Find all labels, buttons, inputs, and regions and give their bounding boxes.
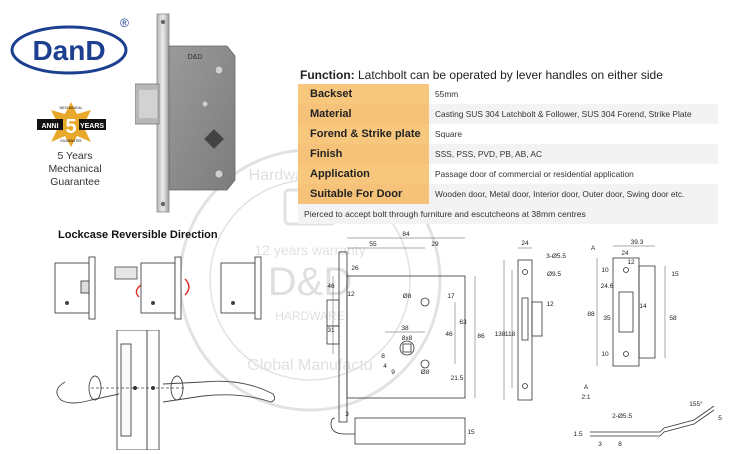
function-text: Latchbolt can be operated by lever handl…	[358, 68, 663, 82]
strike-dim-15: 15	[671, 271, 679, 278]
registered-mark: ®	[120, 16, 129, 30]
spec-value: Passage door of commercial or residentia…	[435, 169, 634, 179]
spec-label: Finish	[298, 144, 429, 164]
guarantee-line3: Guarantee	[50, 176, 100, 188]
lockcase-heading: Lockcase Reversible Direction	[58, 229, 218, 241]
dim-21-5: 21.5	[451, 375, 464, 382]
function-label: Function:	[300, 68, 355, 82]
dim-26: 26	[351, 265, 359, 272]
spec-row-finish: Finish SSS, PSS, PVD, PB, AB, AC	[298, 144, 718, 164]
section-a-drawing: A 2:1 2-Ø5.5 155° 1.5 3 8 5	[573, 384, 722, 448]
dim-12: 12	[347, 291, 355, 298]
dim-3: 3	[345, 411, 349, 418]
spec-value: Casting SUS 304 Latchbolt & Follower, SU…	[429, 104, 718, 124]
strike-dim-10: 10	[601, 267, 609, 274]
side-dim-24: 24	[521, 240, 529, 247]
spec-row-forend: Forend & Strike plate Square	[298, 124, 718, 144]
spec-row-material: Material Casting SUS 304 Latchbolt & Fol…	[298, 104, 718, 124]
side-view-drawing: 24 3-Ø5.5 Ø9.5 138 118 12	[495, 240, 566, 401]
function-line: Function: Latchbolt can be operated by l…	[300, 68, 663, 82]
dim-9: 9	[391, 369, 395, 376]
dim-46: 46	[327, 283, 335, 290]
badge-right: YEARS	[80, 123, 104, 130]
dim-84: 84	[402, 231, 410, 238]
section-dim-3: 3	[598, 441, 602, 448]
side-dim-12: 12	[546, 301, 554, 308]
main-dimension-drawing: 84 55 29 46 26 12 Ø8 17 31 63 86 46 38 8…	[326, 231, 485, 445]
badge-top: MECHANICAL	[60, 106, 83, 110]
dim-46b: 46	[445, 331, 453, 338]
side-dim-118: 118	[505, 331, 516, 338]
spec-value: 55mm	[435, 89, 459, 99]
strike-dim-35: 35	[603, 315, 611, 322]
strike-dim-88: 88	[587, 311, 595, 318]
strike-dim-12: 12	[627, 259, 635, 266]
strike-dim-24: 24	[621, 250, 629, 257]
dim-29: 29	[431, 241, 439, 248]
spec-note: Pierced to accept bolt through furniture…	[298, 204, 718, 224]
section-angle: 155°	[689, 400, 703, 408]
dim-15: 15	[467, 429, 475, 436]
product-label: D&D	[188, 54, 203, 61]
dim-8: 8	[381, 353, 385, 360]
dim-38: 38	[401, 325, 409, 332]
spec-label: Material	[298, 104, 429, 124]
section-label: A	[584, 384, 589, 391]
dim-4: 4	[383, 363, 387, 370]
side-dim-d9-5: Ø9.5	[547, 271, 561, 278]
lock-body-photo: D&D	[135, 13, 236, 213]
badge-number: 5	[65, 116, 76, 138]
section-dim-5: 5	[718, 415, 722, 422]
section-holes: 2-Ø5.5	[612, 413, 632, 420]
badge-bottom: GUARANTEE	[60, 139, 82, 143]
reversible-illustration	[54, 256, 262, 320]
strike-dim-39-3: 39.3	[631, 239, 644, 246]
strike-dim-24-6: 24.6	[601, 283, 614, 290]
dim-17: 17	[447, 293, 455, 300]
dim-d8: Ø8	[403, 293, 412, 300]
strike-dim-58: 58	[669, 315, 677, 322]
strike-dim-14: 14	[639, 303, 647, 310]
section-ratio: 2:1	[581, 394, 590, 401]
spec-label: Application	[298, 164, 429, 184]
door-handle-illustration	[56, 330, 275, 450]
watermark-line5: Global Manufactu	[247, 357, 372, 374]
section-dim-8: 8	[618, 441, 622, 448]
watermark-line2: 12 years warranty	[254, 242, 365, 258]
side-dim-138: 138	[495, 331, 506, 338]
guarantee-badge: ANNI 5 YEARS MECHANICAL GUARANTEE	[37, 102, 106, 147]
watermark-line3: D&D	[268, 260, 352, 304]
spec-label: Suitable For Door	[298, 184, 429, 204]
guarantee-line2: Mechanical	[48, 163, 102, 175]
spec-value: Wooden door, Metal door, Interior door, …	[429, 184, 718, 204]
dim-63: 63	[459, 319, 467, 326]
dim-d8c: Ø8	[421, 369, 430, 376]
guarantee-text: 5 Years Mechanical Guarantee	[30, 150, 120, 189]
dim-8x8: 8x8	[402, 335, 413, 342]
dim-31: 31	[327, 327, 335, 334]
badge-left: ANNI	[41, 123, 58, 130]
dim-86: 86	[477, 333, 485, 340]
logo-text: DanD	[32, 35, 105, 66]
brand-logo: DanD	[10, 25, 128, 75]
guarantee-line1: 5 Years	[57, 150, 93, 162]
spec-row-backset: Backset 55mm	[298, 84, 718, 104]
section-dim-1-5: 1.5	[573, 431, 582, 438]
spec-value: Square	[435, 129, 463, 139]
spec-label: Forend & Strike plate	[298, 124, 429, 144]
strike-dim-10b: 10	[601, 351, 609, 358]
spec-value: SSS, PSS, PVD, PB, AB, AC	[429, 144, 718, 164]
spec-label: Backset	[298, 84, 429, 104]
strike-section-a: A	[591, 245, 596, 252]
spec-row-application: Application Passage door of commercial o…	[298, 164, 718, 184]
dim-55: 55	[369, 241, 377, 248]
strike-plate-drawing: A 39.3 24 12 15 10 24.6 14 88 35 58 10	[587, 239, 679, 367]
spec-row-door: Suitable For Door Wooden door, Metal doo…	[298, 184, 718, 204]
side-dim-holes: 3-Ø5.5	[546, 253, 566, 260]
